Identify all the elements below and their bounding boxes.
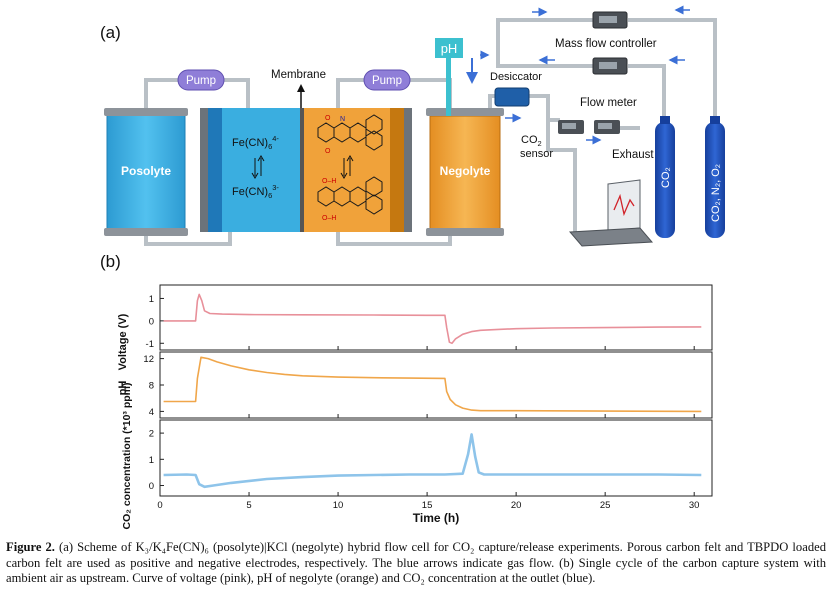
xlabel-time: Time (h): [413, 511, 459, 525]
mixed-gas-label: CO₂, N₂, O₂: [710, 164, 722, 222]
caption-text: (a) Scheme of K₃/K₄Fe(CN)₆ (posolyte)|KC…: [6, 540, 827, 585]
svg-text:Fe(CN)64-: Fe(CN)64-: [232, 134, 279, 151]
plot-frame-co2: [159, 419, 713, 497]
panel-b-label: (b): [100, 252, 121, 271]
posolyte-tank: Posolyte: [104, 108, 188, 236]
ytick-label-ph-2: 4: [149, 407, 154, 418]
membrane-label: Membrane: [271, 69, 326, 81]
pump-right-label: Pump: [372, 75, 402, 87]
ytick-label-voltage-1: 0: [149, 316, 154, 327]
svg-text:O–H: O–H: [322, 178, 336, 185]
pump-left: Pump: [177, 69, 225, 91]
ytick-label-voltage-2: -1: [146, 339, 154, 350]
series-line-voltage: [163, 293, 702, 345]
tbpdo-molecule-reduced: O–H O–H: [317, 155, 383, 222]
tbpdo-molecule-oxidized: O O N: [317, 114, 383, 155]
svg-text:N: N: [340, 116, 345, 123]
ytick-label-voltage-0: 1: [149, 294, 154, 305]
ph-label: pH: [441, 41, 458, 56]
mixed-gas-cylinder: CO₂, N₂, O₂: [705, 116, 725, 238]
co2-cylinder: CO₂: [655, 116, 675, 238]
svg-text:O: O: [325, 148, 331, 155]
svg-text:CO2: CO2: [521, 134, 542, 148]
fe-redox-couple: Fe(CN)64- Fe(CN)63-: [232, 134, 279, 200]
plot-frame-ph: [159, 351, 713, 419]
mass-flow-controller: Mass flow controller: [555, 11, 657, 50]
flow-cell: [200, 108, 412, 232]
caption-label: Figure 2.: [6, 540, 55, 554]
flow-meter: Flow meter: [580, 57, 637, 109]
flow-meter-label: Flow meter: [580, 97, 637, 109]
xtick-label-1: 5: [246, 500, 251, 511]
posolyte-label: Posolyte: [121, 164, 171, 178]
ph-probe: pH: [435, 38, 478, 116]
panel-a-label: (a): [100, 23, 121, 42]
desiccator-label: Desiccator: [490, 71, 542, 83]
ytick-label-co2-2: 0: [149, 481, 154, 492]
exhaust-label: Exhaust: [612, 149, 654, 161]
ytick-label-ph-0: 12: [143, 354, 154, 365]
svg-text:O: O: [325, 115, 331, 122]
xtick-label-5: 25: [600, 500, 611, 511]
negolyte-label: Negolyte: [440, 164, 491, 178]
series-line-co2: [163, 433, 702, 489]
xtick-label-4: 20: [511, 500, 522, 511]
xtick-label-6: 30: [689, 500, 700, 511]
xtick-label-3: 15: [422, 500, 433, 511]
gas-flow-arrows: [480, 5, 690, 145]
plot-frame-voltage: [159, 284, 713, 351]
co2-cylinder-label: CO₂: [660, 167, 672, 188]
svg-text:Fe(CN)63-: Fe(CN)63-: [232, 183, 279, 200]
ylabel-ph: pH: [117, 381, 129, 396]
pump-right: Pump: [363, 69, 411, 91]
desiccator: Desiccator: [490, 71, 542, 107]
pump-left-label: Pump: [186, 75, 216, 87]
negolyte-tank: Negolyte: [426, 108, 504, 236]
co2-sensor: CO2 sensor: [520, 120, 620, 160]
figure-caption: Figure 2. (a) Scheme of K₃/K₄Fe(CN)₆ (po…: [6, 540, 826, 587]
ytick-label-co2-1: 1: [149, 455, 154, 466]
svg-text:O–H: O–H: [322, 215, 336, 222]
series-line-ph: [163, 356, 702, 413]
xtick-label-0: 0: [157, 500, 162, 511]
svg-text:sensor: sensor: [520, 148, 553, 160]
ytick-label-co2-0: 2: [149, 429, 154, 440]
ylabel-co2: CO₂ concentration (*10³ ppm): [121, 382, 133, 529]
xtick-label-2: 10: [333, 500, 344, 511]
ylabel-voltage: Voltage (V): [117, 313, 129, 370]
mfc-label: Mass flow controller: [555, 38, 657, 50]
laptop-icon: [568, 179, 654, 247]
ytick-label-ph-1: 8: [149, 381, 154, 392]
